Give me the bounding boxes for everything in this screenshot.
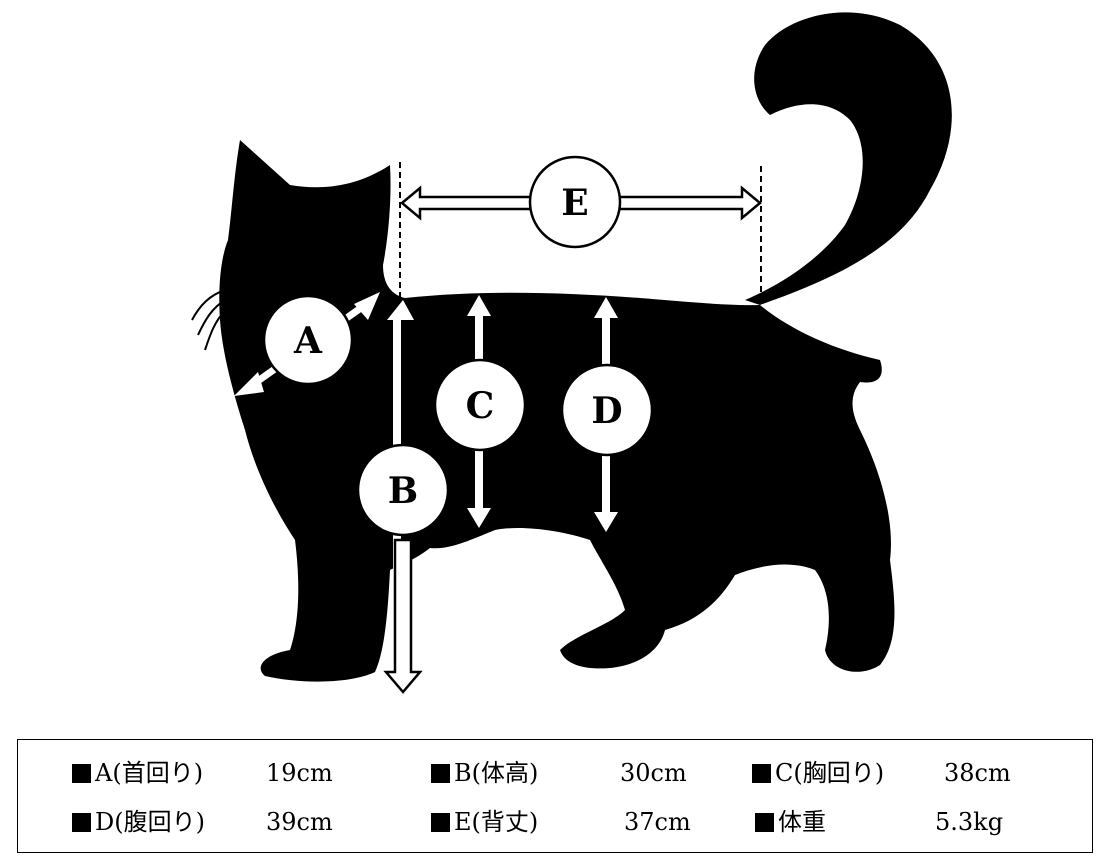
measurement-value-d: 39cm bbox=[266, 808, 333, 836]
c-circle bbox=[433, 358, 527, 452]
bullet-square-icon bbox=[431, 813, 450, 832]
c-arrowhead-bottom bbox=[467, 508, 491, 528]
measure-d: D bbox=[560, 297, 654, 532]
bullet-square-icon bbox=[72, 813, 91, 832]
b-label: B bbox=[388, 470, 418, 512]
c-arrowhead-top bbox=[467, 295, 491, 316]
measurement-name-e: E(背丈) bbox=[431, 807, 538, 837]
measurement-value-a: 19cm bbox=[266, 759, 333, 787]
b-arrowhead-bottom bbox=[383, 538, 423, 694]
measurement-name-c: C(胸回り) bbox=[752, 758, 884, 788]
measure-c: C bbox=[433, 295, 527, 528]
measurement-value-b: 30cm bbox=[620, 759, 687, 787]
d-arrowhead-bottom bbox=[594, 512, 618, 532]
d-label: D bbox=[591, 390, 622, 432]
cat-whiskers bbox=[191, 289, 227, 351]
measurement-name: A(首回り) bbox=[95, 759, 204, 787]
measurement-name: 体重 bbox=[778, 808, 826, 836]
measurement-name-d: D(腹回り) bbox=[72, 807, 205, 837]
measurement-name: B(体高) bbox=[454, 759, 539, 787]
cat-body bbox=[219, 140, 895, 682]
measurement-name-b: B(体高) bbox=[431, 758, 538, 788]
measurement-name: E(背丈) bbox=[454, 808, 539, 836]
e-label: E bbox=[561, 182, 588, 224]
a-arrowhead-lower bbox=[234, 372, 264, 396]
a-arrowhead-upper bbox=[354, 292, 380, 320]
measure-b: B bbox=[356, 300, 450, 694]
measurement-name: C(胸回り) bbox=[775, 759, 885, 787]
cat-tail bbox=[745, 12, 952, 306]
b-circle bbox=[356, 443, 450, 537]
measurement-value-c: 38cm bbox=[944, 759, 1011, 787]
measurement-value-weight: 5.3kg bbox=[935, 808, 1004, 836]
bullet-square-icon bbox=[755, 813, 774, 832]
measure-a: A bbox=[234, 292, 380, 396]
measurement-value-e: 37cm bbox=[624, 808, 691, 836]
a-label: A bbox=[293, 320, 323, 362]
bullet-square-icon bbox=[72, 764, 91, 783]
e-circle bbox=[528, 155, 622, 249]
d-circle bbox=[560, 363, 654, 457]
measurement-name: D(腹回り) bbox=[95, 808, 205, 836]
cat-measurement-diagram: E A B C D bbox=[191, 12, 952, 694]
bullet-square-icon bbox=[752, 764, 771, 783]
bullet-square-icon bbox=[431, 764, 450, 783]
c-label: C bbox=[466, 385, 495, 427]
b-arrowhead-top bbox=[387, 300, 414, 320]
cat-silhouette bbox=[219, 12, 952, 682]
d-arrowhead-top bbox=[594, 297, 618, 318]
measurement-name-a: A(首回り) bbox=[72, 758, 203, 788]
measure-e: E bbox=[399, 155, 762, 305]
a-circle bbox=[262, 294, 354, 386]
measurement-table: A(首回り) 19cm B(体高) 30cm C(胸回り) 38cm D(腹回り… bbox=[17, 739, 1093, 853]
measurement-name-weight: 体重 bbox=[755, 807, 826, 837]
